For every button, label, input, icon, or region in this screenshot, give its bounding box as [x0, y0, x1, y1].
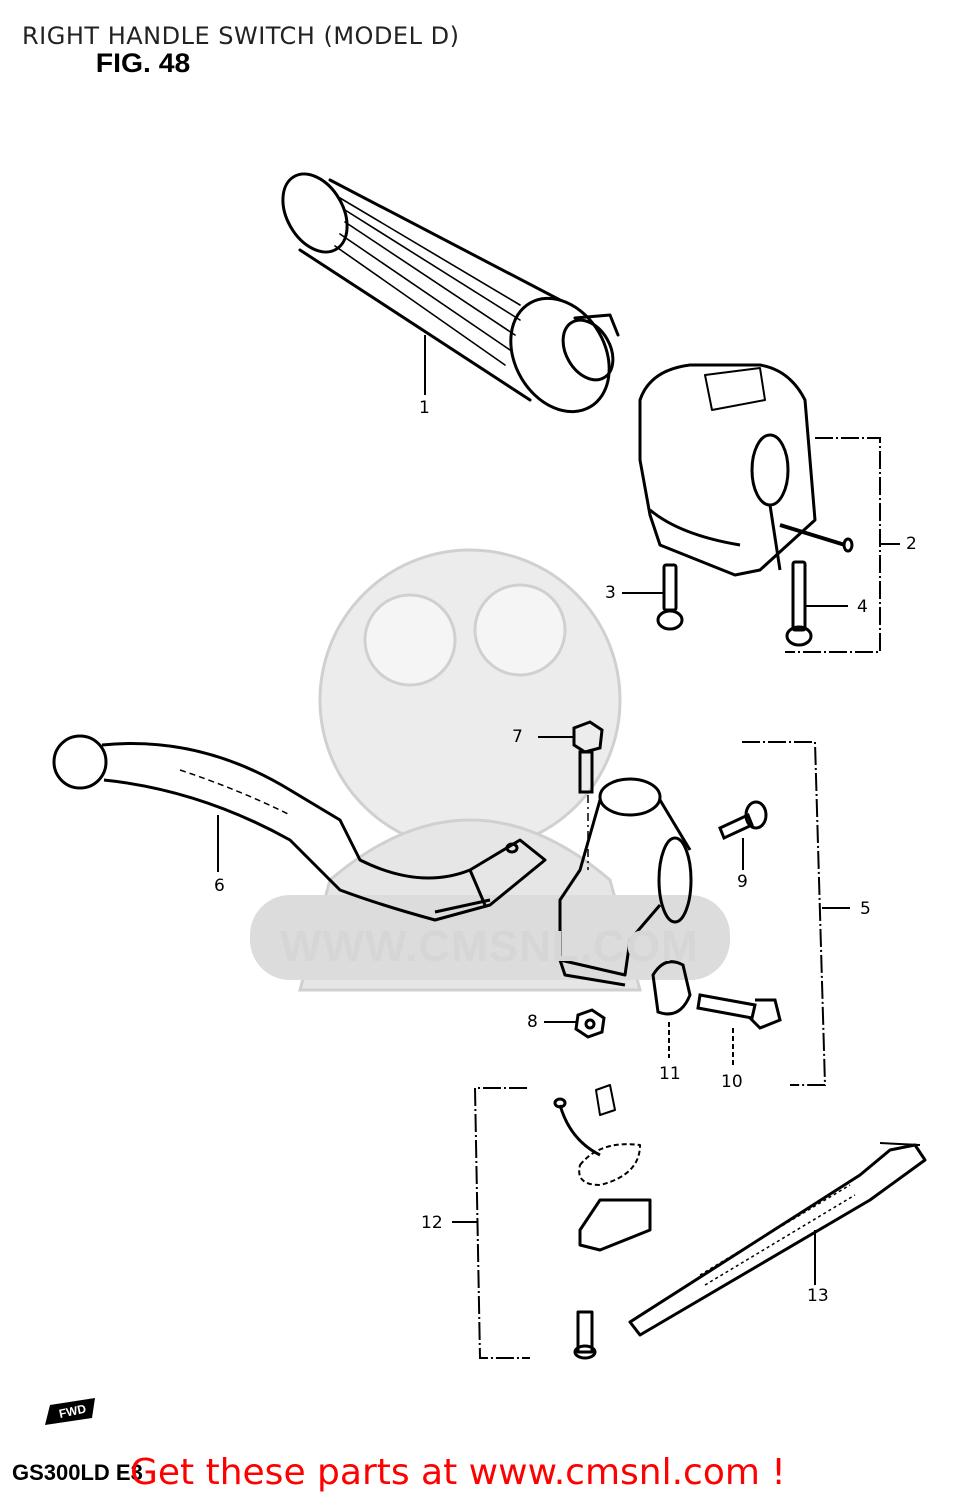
adjuster-11	[651, 960, 692, 1016]
fwd-stamp: FWD	[45, 1398, 95, 1425]
figure-label: FIG. 48	[95, 48, 191, 78]
callout-11[interactable]: 11	[659, 1064, 681, 1084]
callout-8[interactable]: 8	[527, 1012, 538, 1032]
stamp-text: FWD	[58, 1401, 88, 1420]
callout-10[interactable]: 10	[721, 1072, 743, 1092]
callout-13[interactable]: 13	[807, 1286, 829, 1306]
pivot-bolt-7	[572, 720, 604, 794]
page-title: RIGHT HANDLE SWITCH (MODEL D)	[22, 22, 460, 50]
watermark-logo	[250, 548, 730, 992]
bracket-2	[785, 437, 881, 653]
callout-2[interactable]: 2	[906, 534, 917, 554]
callout-12[interactable]: 12	[421, 1213, 443, 1233]
model-code: GS300LD E3	[12, 1460, 143, 1485]
callout-6[interactable]: 6	[214, 876, 225, 896]
switch-housing	[638, 363, 854, 577]
cable-tie	[628, 1142, 927, 1337]
watermark-text: WWW.CMSNL.COM	[280, 922, 699, 971]
callout-9[interactable]: 9	[737, 872, 748, 892]
callout-1[interactable]: 1	[419, 398, 430, 418]
lever-holder	[558, 777, 693, 987]
bolt-10	[696, 993, 782, 1030]
throttle-grip	[281, 172, 620, 414]
screw-4	[785, 560, 813, 647]
screw-9	[718, 800, 768, 841]
parts-link[interactable]: Get these parts at www.cmsnl.com !	[130, 1452, 786, 1493]
switch-parts-kit	[553, 1084, 652, 1360]
callout-3[interactable]: 3	[605, 583, 616, 603]
bracket-5	[742, 741, 827, 1086]
screw-3	[656, 563, 684, 631]
brake-lever	[52, 734, 547, 922]
nut-8	[574, 1008, 606, 1039]
bracket-12	[473, 1087, 530, 1359]
callout-4[interactable]: 4	[857, 597, 868, 617]
callout-7[interactable]: 7	[512, 727, 523, 747]
callout-5[interactable]: 5	[860, 899, 871, 919]
